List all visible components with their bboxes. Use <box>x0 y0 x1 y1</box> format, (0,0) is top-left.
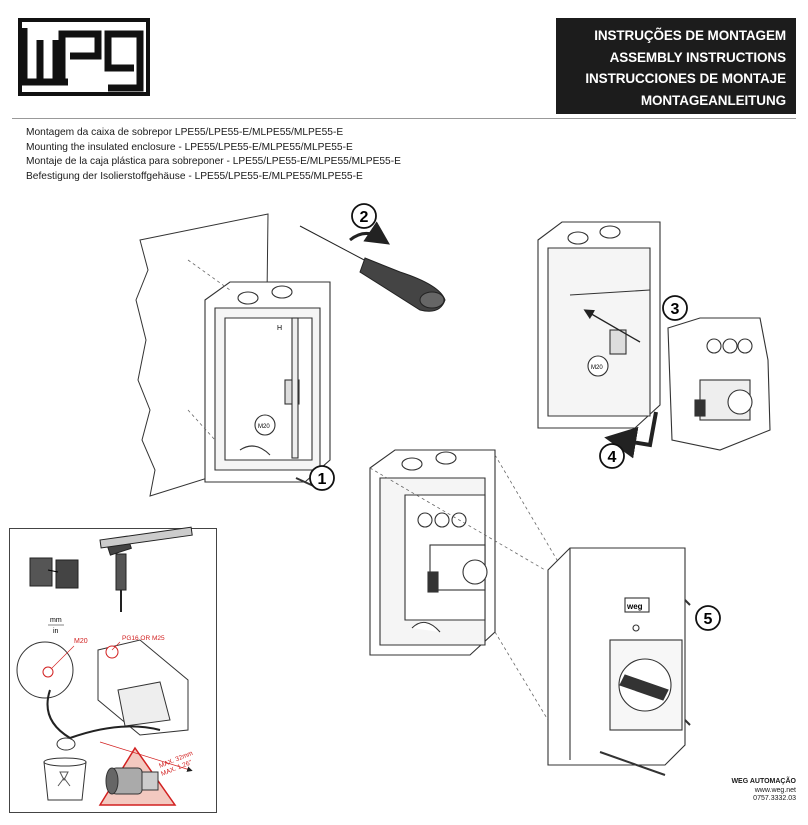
svg-text:3: 3 <box>671 301 680 318</box>
svg-text:1: 1 <box>318 471 327 488</box>
step-5-badge: 5 <box>695 605 721 631</box>
subtitle-es: Montaje de la caja plástica para sobrepo… <box>26 156 401 167</box>
title-block: INSTRUÇÕES DE MONTAGEM ASSEMBLY INSTRUCT… <box>556 18 796 114</box>
motor-protector-device <box>667 317 771 451</box>
knockout-inset-panel <box>9 528 217 813</box>
svg-text:2: 2 <box>360 209 369 226</box>
svg-text:5: 5 <box>704 611 713 628</box>
step-1-badge: 1 <box>309 465 335 491</box>
rotation-arrow <box>349 221 390 245</box>
enclosure-cover <box>547 547 686 766</box>
subtitle-block: Montagem da caixa de sobrepor LPE55/LPE5… <box>26 126 401 184</box>
footer-website: www.weg.net <box>754 786 796 794</box>
cover-logo-text: weg <box>626 602 643 611</box>
knockout-icon <box>29 557 79 589</box>
m20-red-label: M20 <box>74 638 88 645</box>
enclosure-with-components <box>369 449 496 656</box>
title-en: ASSEMBLY INSTRUCTIONS <box>609 49 787 65</box>
pg-label: PG16 OR M25 <box>122 635 165 642</box>
weg-logo <box>18 18 150 96</box>
h-label: H <box>277 325 282 332</box>
units-mm-label: mm <box>50 617 62 624</box>
guide-lines <box>187 259 561 741</box>
m20-label-box1: M20 <box>258 424 270 430</box>
enclosure-open-box <box>204 281 331 483</box>
step4-arrow <box>604 411 658 459</box>
footer-company: WEG AUTOMAÇÃO <box>731 778 796 785</box>
title-pt: INSTRUÇÕES DE MONTAGEM <box>594 28 786 43</box>
enclosure-with-rail <box>537 221 661 429</box>
subtitle-de: Befestigung der Isolierstoffgehäuse - LP… <box>26 170 363 182</box>
hammer-icon <box>99 526 193 612</box>
header-rule <box>12 118 796 119</box>
m20-label-box2: M20 <box>591 365 603 371</box>
footer-block: WEG AUTOMAÇÃO www.weg.net 0757.3332.03 <box>731 778 796 804</box>
cable-gland-warning <box>98 746 177 806</box>
step-4-badge: 4 <box>599 443 625 469</box>
screwdriver-illustration <box>299 225 446 312</box>
title-de: MONTAGEANLEITUNG <box>640 92 786 108</box>
units-in-label: in <box>53 628 59 635</box>
recycle-bin-icon <box>43 757 87 801</box>
subtitle-en: Mounting the insulated enclosure - LPE55… <box>26 141 353 153</box>
subtitle-pt: Montagem da caixa de sobrepor LPE55/LPE5… <box>26 127 344 138</box>
knockout-detail-circle <box>16 641 74 699</box>
title-es: INSTRUCCIONES DE MONTAJE <box>585 71 786 86</box>
cable-illustration <box>46 689 161 740</box>
step-3-badge: 3 <box>662 295 688 321</box>
step-2-badge: 2 <box>351 203 377 229</box>
footer-doc-number: 0757.3332.03 <box>753 795 796 802</box>
knockout-piece <box>56 737 76 751</box>
cover-screw <box>599 751 666 776</box>
box-corner-detail <box>97 639 189 736</box>
svg-text:4: 4 <box>608 449 617 466</box>
step3-arrow <box>583 309 641 343</box>
